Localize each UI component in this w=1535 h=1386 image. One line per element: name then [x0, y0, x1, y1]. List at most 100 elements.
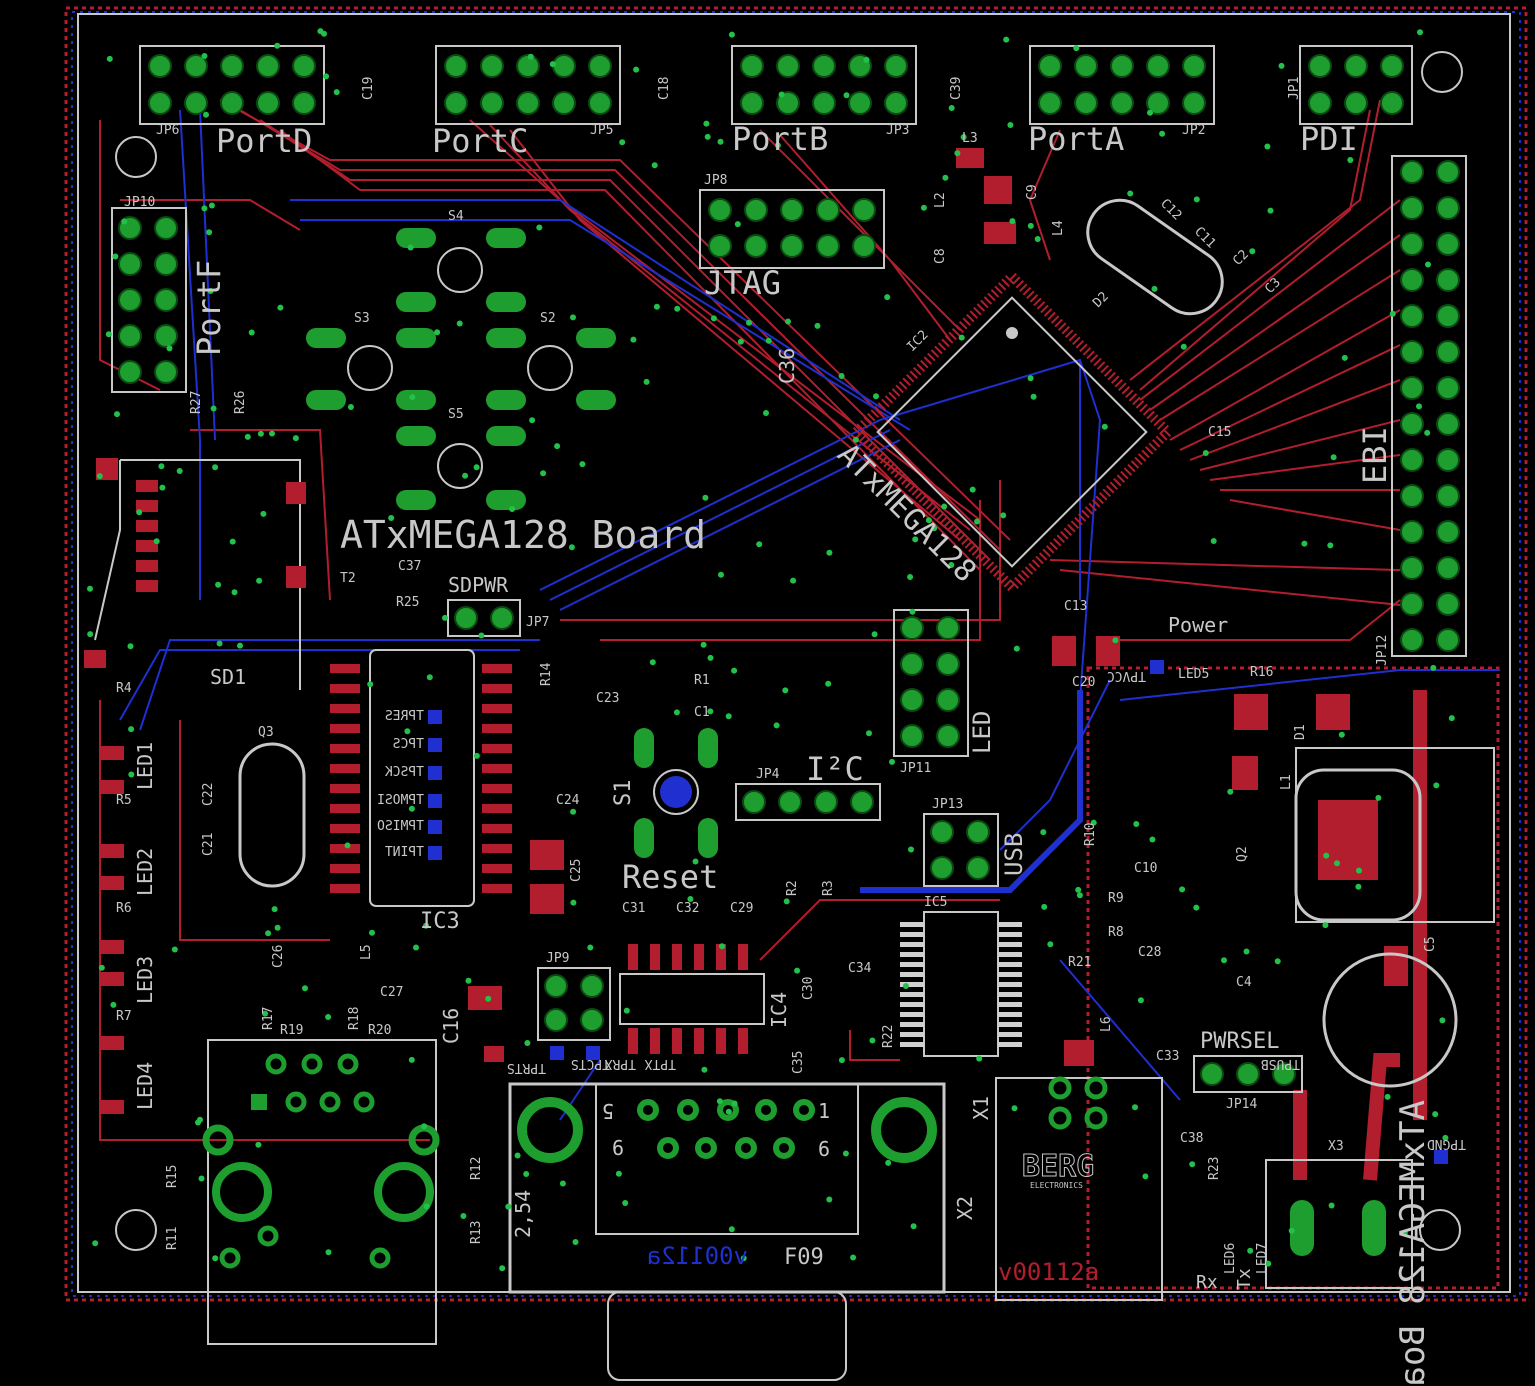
via	[907, 574, 914, 580]
via	[271, 906, 278, 913]
via	[579, 461, 586, 468]
via	[98, 964, 105, 971]
via	[409, 394, 416, 401]
via	[110, 1001, 117, 1008]
ref-r17: R17	[261, 1007, 276, 1030]
via	[703, 120, 710, 127]
via	[653, 303, 660, 310]
via	[159, 484, 166, 491]
mini-din-connector	[202, 1039, 440, 1345]
label-porta: PortA	[1028, 120, 1124, 158]
via	[1243, 948, 1250, 955]
ref-jp4: JP4	[756, 767, 780, 782]
via	[1439, 1017, 1446, 1024]
via	[216, 640, 223, 647]
via	[746, 319, 752, 326]
via	[1076, 892, 1083, 899]
via	[1247, 1247, 1254, 1254]
via	[1448, 715, 1455, 722]
via	[1009, 218, 1016, 225]
ref-r3: R3	[821, 880, 836, 896]
via	[1040, 829, 1047, 836]
via	[643, 378, 650, 385]
via	[1327, 542, 1334, 549]
via	[728, 31, 735, 38]
via	[852, 436, 859, 443]
ref-l1: L1	[1279, 774, 1294, 790]
via	[1090, 819, 1097, 826]
via	[87, 631, 94, 638]
via	[201, 53, 208, 59]
via	[704, 133, 711, 140]
via	[257, 430, 264, 437]
label-usb: USB	[1000, 833, 1028, 876]
ref-c19: C19	[361, 77, 376, 100]
ref-c23: C23	[596, 691, 619, 706]
via	[728, 1226, 735, 1233]
label-mirrored-title: ATxMEGA128 Board	[1393, 1100, 1433, 1386]
ref-jp7: JP7	[526, 615, 549, 630]
via	[920, 204, 927, 211]
via	[1075, 886, 1082, 893]
via	[782, 687, 789, 694]
ref-r9: R9	[1108, 891, 1124, 906]
pin-6: 6	[818, 1137, 830, 1161]
via	[499, 1265, 506, 1272]
ic4-pins	[628, 944, 748, 1054]
via	[649, 659, 656, 666]
ref-r19: R19	[280, 1023, 303, 1038]
via	[127, 643, 134, 650]
via	[87, 585, 93, 592]
via	[302, 985, 308, 992]
power-section	[1265, 768, 1458, 1289]
via	[1179, 886, 1186, 893]
via	[842, 1150, 849, 1157]
via	[529, 417, 536, 424]
via	[1334, 860, 1340, 867]
trace-bus-bottom	[119, 109, 1500, 1121]
pin-5: 5	[602, 1099, 614, 1123]
via	[413, 944, 419, 951]
via	[740, 1255, 747, 1262]
label-ic4: IC4	[767, 992, 791, 1028]
via	[912, 536, 919, 543]
via	[456, 320, 463, 327]
label-version-bottom: v00112a	[647, 1242, 748, 1270]
via	[229, 538, 236, 545]
via	[473, 752, 480, 759]
via	[274, 924, 281, 931]
via	[960, 134, 967, 141]
label-s1: S1	[611, 780, 636, 807]
via	[1227, 788, 1234, 795]
ref-c35: C35	[791, 1051, 806, 1074]
usb-b-connector	[995, 1076, 1163, 1301]
testpoint-label: TPINT	[385, 845, 424, 860]
via	[277, 304, 284, 311]
ref-l6: L6	[1099, 1016, 1114, 1032]
label-x2: X2	[953, 1196, 977, 1220]
via	[1034, 236, 1041, 242]
ref-d1: D1	[1293, 724, 1308, 740]
via	[1330, 454, 1337, 461]
via	[136, 509, 143, 516]
ref-r15: R15	[165, 1165, 180, 1188]
via	[619, 139, 626, 146]
via	[426, 674, 433, 681]
ref-c36: C36	[775, 348, 799, 384]
ref-jp11: JP11	[900, 761, 931, 776]
via	[707, 654, 714, 661]
mounting-hole	[115, 136, 157, 178]
via	[212, 1255, 219, 1262]
testpoint-label: TPUSB	[1261, 1056, 1300, 1071]
via	[92, 1240, 99, 1247]
via	[255, 1141, 262, 1148]
ref-c13: C13	[1064, 599, 1087, 614]
via	[925, 517, 932, 524]
ref-c25: C25	[569, 859, 584, 882]
via	[871, 631, 878, 638]
via	[208, 202, 215, 209]
label-x1: X1	[969, 1096, 993, 1120]
ref-q3: Q3	[258, 725, 274, 740]
via	[765, 337, 772, 344]
